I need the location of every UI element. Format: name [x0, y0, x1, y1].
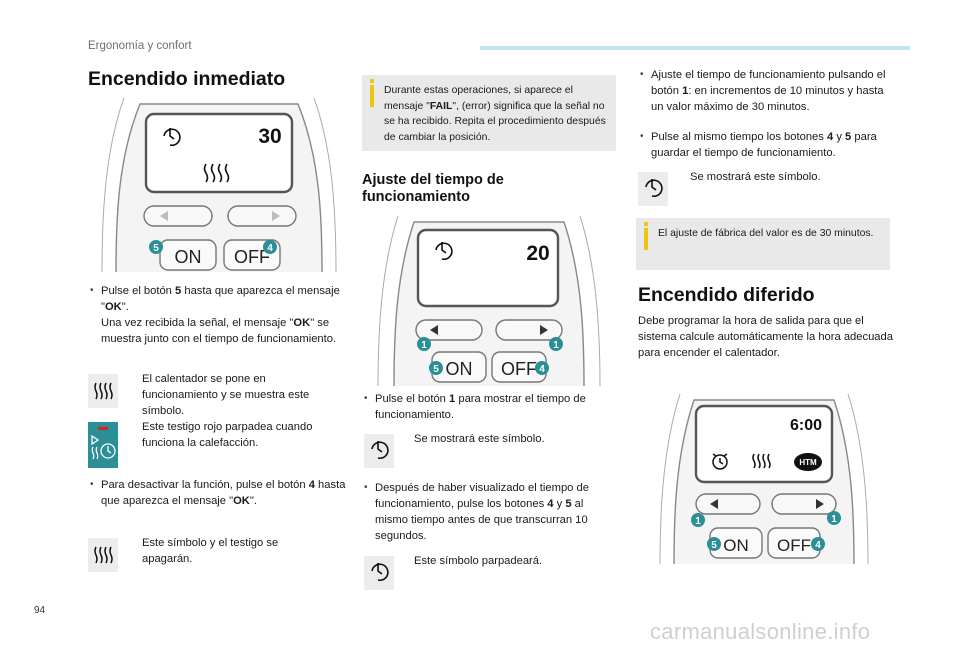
- heater-indicator-icon: [91, 427, 116, 460]
- alarm-clock-icon: [712, 453, 728, 470]
- heat-waves-icon: [203, 163, 230, 183]
- marker-4: 4: [815, 540, 821, 551]
- text: hasta que aparezca el mensaje ": [101, 479, 346, 507]
- heater-clock-icon: [163, 128, 181, 147]
- remote-illustration-deferred: 6:00 HTM ON OFF 1 1 5 4: [659, 394, 869, 564]
- text: para mostrar el tiempo de funcionamiento…: [375, 393, 586, 421]
- text: Una vez recibida la señal, el mensaje ": [101, 316, 294, 329]
- off-button-label: OFF: [501, 359, 537, 379]
- heater-clock-icon: [435, 242, 453, 261]
- heater-clock-icon: [371, 563, 389, 582]
- on-button-label: ON: [723, 536, 749, 555]
- red-led-text: Este testigo rojo parpadea cuando funcio…: [142, 421, 313, 449]
- bullet-save-time: Pulse al mismo tiempo los botones 4 y 5 …: [638, 130, 898, 162]
- text: El ajuste de fábrica del valor es de 30 …: [658, 228, 874, 239]
- marker-4: 4: [267, 243, 273, 254]
- text: y: [833, 131, 846, 143]
- info-icon: [644, 222, 648, 250]
- heater-starts-text: El calentador se pone en funcionamiento …: [142, 373, 310, 417]
- factory-setting-note: El ajuste de fábrica del valor es de 30 …: [636, 218, 890, 270]
- page-number: 94: [34, 605, 46, 616]
- title-encendido-inmediato: Encendido inmediato: [88, 68, 286, 90]
- btn-num: 4: [826, 131, 834, 143]
- marker-1-left: 1: [421, 340, 427, 351]
- marker-1-left: 1: [695, 516, 701, 527]
- btn-num: 4: [547, 497, 554, 510]
- ok-msg: OK: [104, 300, 122, 313]
- off-button-label: OFF: [777, 536, 811, 555]
- text: para guardar el tiempo de funcionamiento…: [651, 131, 877, 159]
- marker-1-right: 1: [553, 340, 559, 351]
- fail-msg: FAIL: [429, 100, 453, 112]
- bullet-adjust-time: Ajuste el tiempo de funcionamiento pulsa…: [638, 68, 898, 116]
- text: Para desactivar la función, pulse el bot…: [101, 479, 309, 491]
- bullet-press-4-and-5: Después de haber visualizado el tiempo d…: [362, 481, 618, 545]
- text: ", (error) significa que la señal no se …: [384, 100, 606, 143]
- btn-num: 1: [682, 84, 689, 97]
- ok-msg: OK: [293, 316, 311, 329]
- htm-badge: [794, 453, 822, 471]
- heat-waves-symbol-box: [88, 374, 118, 408]
- header-accent-bar: [480, 46, 910, 50]
- clock-symbol-box-blink: [364, 556, 394, 590]
- text: Durante estas operaciones, si aparece el…: [384, 85, 573, 112]
- btn-num: 5: [845, 131, 852, 143]
- remote-display-value: 20: [526, 242, 549, 265]
- marker-5: 5: [711, 540, 717, 551]
- symbol-shown-text: Se mostrará este símbolo.: [414, 433, 545, 445]
- btn-num: 5: [565, 497, 572, 510]
- marker-5: 5: [433, 364, 439, 375]
- bullet-press-button-1: Pulse el botón 1 para mostrar el tiempo …: [362, 392, 618, 424]
- heater-clock-icon: [645, 179, 663, 198]
- marker-4: 4: [539, 364, 545, 375]
- text: Ajuste el tiempo de funcionamiento pulsa…: [651, 69, 886, 97]
- deferred-intro-text: Debe programar la hora de salida para qu…: [638, 315, 893, 359]
- watermark: carmanualsonline.info: [650, 619, 871, 644]
- text: Pulse el botón: [101, 285, 176, 297]
- text: ".: [249, 494, 257, 507]
- text: Después de haber visualizado el tiempo d…: [375, 482, 589, 510]
- marker-1-right: 1: [831, 514, 837, 525]
- marker-5: 5: [153, 243, 159, 254]
- bullet-press-button-4: Para desactivar la función, pulse el bot…: [88, 478, 348, 510]
- ok-msg: OK: [233, 494, 250, 507]
- title-ajuste-tiempo: Ajuste del tiempo de funcionamiento: [362, 172, 504, 205]
- symbol-blinks-text: Este símbolo parpadeará.: [414, 555, 543, 567]
- on-button-label: ON: [446, 359, 473, 379]
- heat-waves-icon: [94, 382, 113, 400]
- btn-num: 1: [449, 393, 456, 405]
- info-icon: [370, 79, 374, 107]
- btn-num: 5: [175, 285, 182, 297]
- clock-symbol-box: [364, 434, 394, 468]
- text: al mismo tiempo antes de que transcurran…: [375, 497, 588, 542]
- symbol-shown-text-3: Se mostrará este símbolo.: [690, 171, 821, 183]
- heat-waves-symbol-box-2: [88, 538, 118, 572]
- text: : en incrementos de 10 minutos y hasta u…: [651, 84, 884, 113]
- text: y: [553, 497, 566, 510]
- heat-waves-icon: [752, 453, 771, 469]
- symbol-off-text: Este símbolo y el testigo se apagarán.: [142, 537, 279, 565]
- red-indicator-box: [88, 422, 118, 468]
- title-encendido-diferido: Encendido diferido: [638, 284, 815, 306]
- clock-symbol-box-3: [638, 172, 668, 206]
- text: Pulse el botón: [375, 393, 450, 405]
- text: Pulse al mismo tiempo los botones: [651, 131, 827, 143]
- heat-waves-icon: [94, 546, 113, 564]
- remote-display-value: 30: [258, 125, 281, 148]
- htm-badge-text: HTM: [799, 458, 817, 467]
- remote-display-time: 6:00: [790, 417, 822, 434]
- heater-clock-icon: [371, 441, 389, 460]
- text: " se muestra junto con el tiempo de func…: [101, 316, 337, 345]
- bullet-press-button-5: Pulse el botón 5 hasta que aparezca el m…: [88, 284, 348, 348]
- btn-num: 4: [308, 479, 315, 491]
- text: hasta que aparezca el mensaje ": [101, 285, 340, 313]
- text: ".: [121, 300, 129, 313]
- fail-note: Durante estas operaciones, si aparece el…: [362, 75, 616, 151]
- off-button-label: OFF: [234, 247, 270, 267]
- section-header: Ergonomía y confort: [88, 40, 192, 52]
- remote-illustration-immediate: 30 ON OFF 5 4: [101, 98, 337, 272]
- on-button-label: ON: [175, 247, 202, 267]
- remote-illustration-adjust: 20 ON OFF 1 1 5 4: [377, 216, 601, 386]
